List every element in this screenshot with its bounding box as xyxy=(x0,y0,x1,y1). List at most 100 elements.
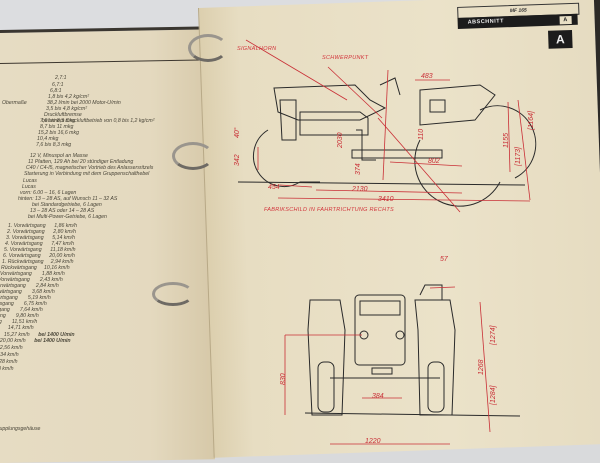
dim-hitch-height: 110 xyxy=(418,128,425,140)
gear-row: Rückwärtsgang 10,16 km/h xyxy=(1,265,70,271)
spec-line: 10,4 mkg xyxy=(37,136,59,142)
gear-name: Vorwärtsgang xyxy=(0,307,10,313)
gear-row: Rückwärtsgang 2,56 km/h xyxy=(0,345,23,351)
spec-line: 15,2 bis 16,6 mkg xyxy=(38,130,79,136)
spec-line: 11 Platten, 129 Ah bei 20 stündiger Entl… xyxy=(28,159,134,165)
gear-speed: 5,19 km/h xyxy=(27,295,51,301)
dim-headlight-spacing: 384 xyxy=(372,393,384,400)
spec-line: Lucas xyxy=(23,178,37,184)
gear-speed: 10,16 km/h xyxy=(43,265,70,271)
gear-name: 2. Vorwärtsgang xyxy=(7,229,45,235)
spec-line: 12 V, Minuspol an Masse xyxy=(30,153,88,159)
gear-name: 3. Vorwärtsgang xyxy=(6,235,44,241)
gear-speed: 2,43 km/h xyxy=(39,277,63,283)
dim-front-overhang: 454 xyxy=(268,184,280,191)
gear-speed: 1,86 km/h xyxy=(54,223,78,229)
spec-line: vorn: 6.00 – 16, 6 Lagen xyxy=(20,190,77,196)
gear-speed: 7,64 km/h xyxy=(19,307,43,313)
signalhorn-label: SIGNALHORN xyxy=(237,46,277,52)
gear-name: Vorwärtsgang xyxy=(0,271,32,277)
spec-line: hinten: 13 – 28 AS, auf Wunsch 11 – 32 A… xyxy=(18,196,118,202)
schwerpunkt-label: SCHWERPUNKT xyxy=(322,55,369,61)
gear-row: 1. Vorwärtsgang 1,86 km/h xyxy=(8,223,78,229)
gear-speed: 2,80 km/h xyxy=(53,229,77,235)
dim-headlight-height: 830 xyxy=(280,373,287,385)
gear-row: Vorwärtsgang 9,80 km/h xyxy=(0,313,39,319)
gear-speed: 5,14 km/h xyxy=(52,235,76,241)
dim-ground-clearance: 374 xyxy=(355,163,362,175)
spec-line: 38,2 l/min bei 2000 Motor-U/min xyxy=(47,100,121,106)
tractor-side-view xyxy=(237,77,537,207)
dim-pto-offset: 57 xyxy=(440,256,448,263)
spec-line: 6,8:1 xyxy=(50,88,62,94)
dim-overall-height: 2030 xyxy=(337,132,344,148)
dim-cog-to-rear: 802 xyxy=(428,158,440,165)
gear-name: 6. Vorwärtsgang xyxy=(3,253,41,259)
gear-row: Vorwärtsgang 7,64 km/h xyxy=(0,307,43,313)
dim-wheelbase: 2130 xyxy=(352,186,368,193)
gear-speed: 2,94 km/h xyxy=(50,259,74,265)
gear-speed: 3,68 km/h xyxy=(31,289,55,295)
gear-note: bei 1400 U/min xyxy=(38,332,75,338)
gear-speed: 20,00 km/h xyxy=(49,253,75,259)
gear-speed: 15,27 km/h xyxy=(3,332,30,338)
spec-line: 2,7:1 xyxy=(55,75,67,81)
gear-row: 5. Vorwärtsgang 11,18 km/h xyxy=(4,247,76,253)
gear-row: 6. Vorwärtsgang 20,00 km/h xyxy=(3,253,75,259)
gear-row: Vorwärtsgang 2,43 km/h xyxy=(0,277,63,283)
spec-line: 1,8 bis 4,2 kg/cm² xyxy=(48,94,89,100)
gear-name: 1. Rückwärtsgang xyxy=(2,259,44,265)
gear-row: Rückwärtsgang 3,34 km/h xyxy=(0,352,19,358)
gear-row: Vorwärtsgang 1,88 km/h xyxy=(0,271,65,277)
dim-front-height-alt: [1274] xyxy=(490,325,497,345)
spec-line: 13 – 28 AS oder 14 – 28 AS xyxy=(30,208,95,214)
spec-line: Lucas xyxy=(22,184,36,190)
gear-row: 2. Vorwärtsgang 2,80 km/h xyxy=(7,229,77,235)
gear-speed: 11,18 km/h xyxy=(50,247,76,253)
gear-speed: 14,71 km/h xyxy=(7,325,34,331)
front-dimensions xyxy=(284,286,491,445)
dim-rear-height: 1155 xyxy=(503,132,510,148)
dim-front-height-alt2: [1284] xyxy=(490,385,497,405)
gear-speed: 9,80 km/h xyxy=(15,313,39,319)
tractor-front-view xyxy=(304,284,521,417)
gear-speed: 3,34 km/h xyxy=(0,352,19,358)
gear-row: Vorwärtsgang 2,84 km/h xyxy=(0,283,59,289)
gear-name: Vorwärtsgang xyxy=(0,295,18,301)
binder-ring-bottom xyxy=(152,282,194,306)
gear-name: Vorwärtsgang xyxy=(0,313,6,319)
spec-line: 3,5 bis 4,8 kg/cm² xyxy=(46,106,87,112)
gear-row: Vorwärtsgang 14,71 km/h xyxy=(0,325,34,331)
gear-name: Rückwärtsgang xyxy=(1,265,37,271)
gear-row: Vorwärtsgang 6,75 km/h xyxy=(0,301,47,307)
gear-speed: 20,00 km/h xyxy=(0,338,26,344)
spec-line: 8,7 bis 11 mkg xyxy=(40,124,74,130)
gear-row: 3. Vorwärtsgang 5,14 km/h xyxy=(6,235,76,241)
gear-row: Vorwärtsgang 3,68 km/h xyxy=(0,289,55,295)
dim-angle: 40° xyxy=(234,127,241,138)
gear-row: Vorwärtsgang 15,27 km/h bei 1400 U/min xyxy=(0,332,75,338)
footer-line: Kupplungsgehäuse xyxy=(0,426,41,432)
spec-line: bei Standardgetriebe, 6 Lagen xyxy=(32,202,102,208)
gear-speed: 6,75 km/h xyxy=(23,301,47,307)
gear-name: Vorwärtsgang xyxy=(0,301,14,307)
dim-overall-length: 3410 xyxy=(378,196,394,203)
spec-line: 7,6 bis 8,3 mkg xyxy=(36,142,72,148)
spec-line: 7,6 bis 8,3 mkg xyxy=(40,118,76,124)
dim-rear-height-alt: [1173] xyxy=(515,147,522,166)
gear-speed: 10,28 km/h xyxy=(0,359,18,365)
binder-ring-middle xyxy=(172,142,214,170)
gear-name: 5. Vorwärtsgang xyxy=(4,247,42,253)
gear-note: bei 1400 U/min xyxy=(34,338,71,344)
gear-row: 4. Vorwärtsgang 7,47 km/h xyxy=(5,241,75,247)
dim-front-height: 342 xyxy=(234,154,241,166)
gear-speed: 13,38 km/h xyxy=(0,366,14,372)
gear-name: 1. Vorwärtsgang xyxy=(8,223,46,229)
gear-name: Vorwärtsgang xyxy=(0,277,30,283)
gear-speed: 7,47 km/h xyxy=(51,241,75,247)
spec-line: Druckluftbremse xyxy=(44,112,82,118)
dim-track-width: 1220 xyxy=(365,438,381,445)
gear-name: Vorwärtsgang xyxy=(0,289,22,295)
spec-line: bei einem Druckluftbetrieb von 0,8 bis 1… xyxy=(42,118,155,124)
binder-ring-top xyxy=(188,34,228,62)
